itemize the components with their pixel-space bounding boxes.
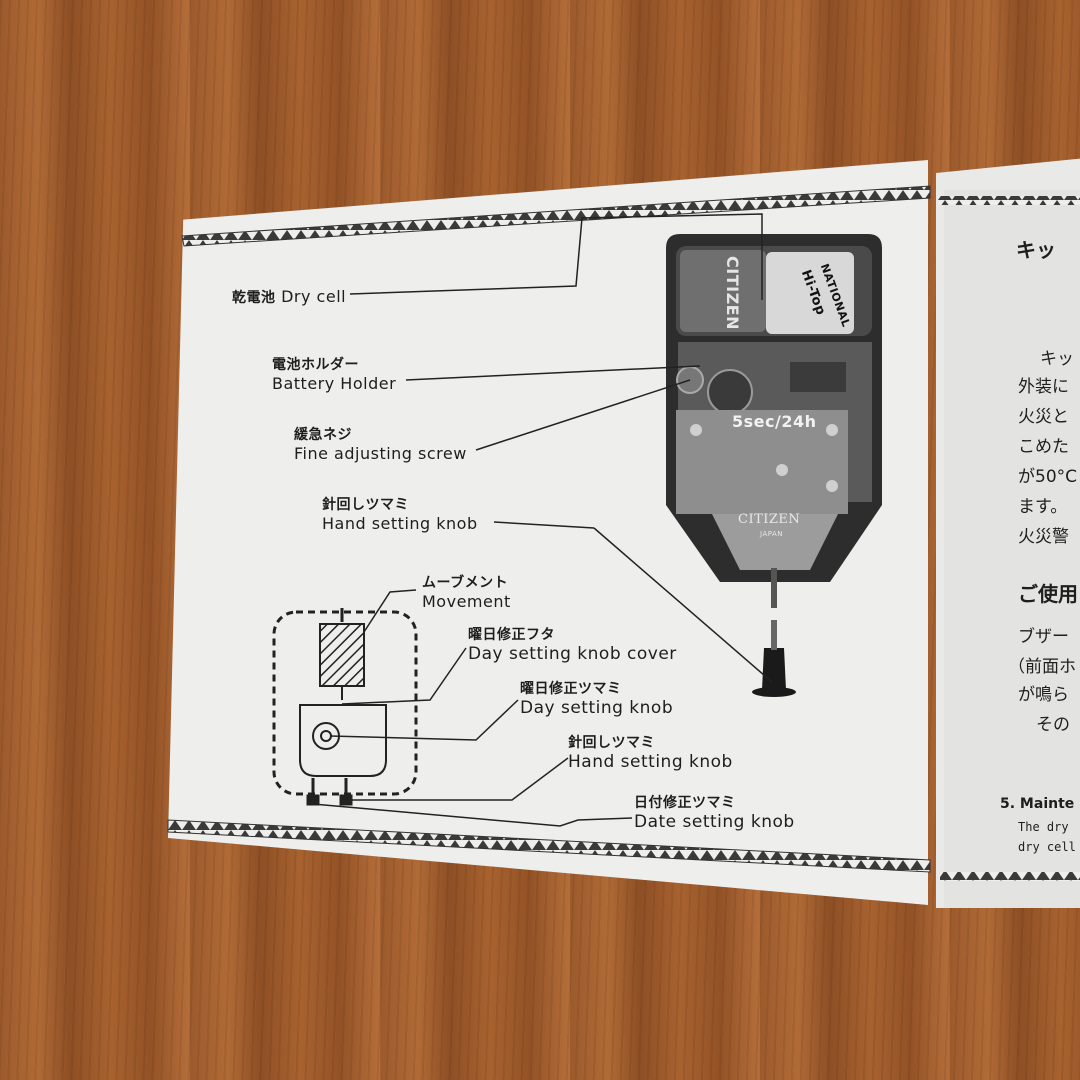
schematic-day-cover — [299, 704, 387, 777]
label-date-setting-knob-jp: 日付修正ツマミ — [634, 795, 736, 811]
right-page-heading: キッ — [1016, 238, 1056, 262]
right-page-line-4: こめた — [1018, 437, 1069, 457]
knob-stem — [771, 568, 777, 608]
label-fine-adjusting-screw-jp: 緩急ネジ — [294, 427, 352, 443]
label-movement-jp: ムーブメント — [422, 575, 509, 591]
label-date-setting-knob-en: Date setting knob — [634, 812, 795, 832]
label-fine-adjusting-screw: 緩急ネジ Fine adjusting screw — [294, 424, 467, 463]
leader-lines — [312, 213, 773, 827]
label-day-setting-knob-cover-jp: 曜日修正フタ — [468, 627, 555, 643]
label-movement: ムーブメント Movement — [422, 572, 511, 611]
movement-origin: JAPAN — [760, 530, 784, 538]
label-dry-cell: 乾電池 Dry cell — [232, 287, 346, 307]
label-hand-setting-knob-bottom-en: Hand setting knob — [568, 752, 733, 772]
balance-wheel — [707, 369, 753, 415]
label-hand-setting-knob-bottom-jp: 針回しツマミ — [568, 735, 655, 751]
label-day-setting-knob-en: Day setting knob — [520, 698, 674, 718]
right-page-line-8: ブザー — [1018, 627, 1069, 647]
clock-movement-photo — [666, 234, 882, 697]
label-hand-setting-knob-bottom: 針回しツマミ Hand setting knob — [568, 732, 733, 772]
right-bottom-rope-border — [940, 872, 1080, 881]
right-page-footer-line-1: The dry — [1018, 820, 1069, 834]
label-movement-en: Movement — [422, 592, 511, 611]
label-hand-setting-knob-top-jp: 針回しツマミ — [322, 497, 409, 513]
bottom-rope-border — [167, 819, 931, 873]
label-day-setting-knob-cover: 曜日修正フタ Day setting knob cover — [468, 624, 677, 664]
citizen-battery — [680, 250, 766, 332]
hand-setting-knob-photo — [762, 648, 786, 690]
label-hand-setting-knob-top-en: Hand setting knob — [322, 514, 478, 533]
right-page-subheading: ご使用 — [1018, 582, 1078, 606]
right-top-rope-border — [938, 196, 1080, 205]
label-day-setting-knob-jp: 曜日修正ツマミ — [520, 681, 622, 697]
top-rope-border — [181, 185, 931, 247]
right-page-line-5: が50°C — [1018, 467, 1078, 487]
label-dry-cell-en: Dry cell — [281, 287, 347, 306]
right-page — [936, 158, 1080, 908]
right-page-line-10: が鳴ら — [1018, 685, 1069, 705]
label-dry-cell-jp: 乾電池 — [232, 290, 276, 306]
schematic-movement — [319, 623, 365, 687]
right-page-line-9: （前面ホ — [1008, 657, 1076, 677]
label-day-setting-knob-cover-en: Day setting knob cover — [468, 644, 677, 664]
right-page-line-11: その — [1036, 715, 1070, 735]
movement-brand: CITIZEN — [738, 512, 801, 527]
right-page-line-6: ます。 — [1018, 497, 1068, 517]
label-date-setting-knob: 日付修正ツマミ Date setting knob — [634, 792, 795, 832]
right-page-line-2: 外装に — [1018, 377, 1069, 397]
label-hand-setting-knob-top: 針回しツマミ Hand setting knob — [322, 494, 478, 533]
right-page-footer-line-2: dry cell — [1018, 840, 1076, 854]
right-page-panel — [944, 190, 1080, 908]
right-page-line-7: 火災警 — [1018, 527, 1069, 547]
right-page-line-1: キッ — [1040, 349, 1074, 369]
coil — [790, 362, 846, 392]
right-page-footer-title: 5. Mainte — [1000, 796, 1075, 812]
battery-label-citizen: CITIZEN — [723, 256, 742, 330]
rate-text: 5sec/24h — [732, 412, 817, 431]
label-day-setting-knob: 曜日修正ツマミ Day setting knob — [520, 678, 673, 718]
right-page-line-3: 火災と — [1018, 407, 1069, 427]
clock-schematic — [272, 608, 418, 806]
national-battery — [766, 252, 854, 334]
movement-plate — [676, 410, 848, 514]
label-battery-holder-jp: 電池ホルダー — [272, 357, 359, 373]
label-battery-holder: 電池ホルダー Battery Holder — [272, 354, 396, 393]
label-battery-holder-en: Battery Holder — [272, 374, 397, 393]
label-fine-adjusting-screw-en: Fine adjusting screw — [294, 444, 467, 463]
